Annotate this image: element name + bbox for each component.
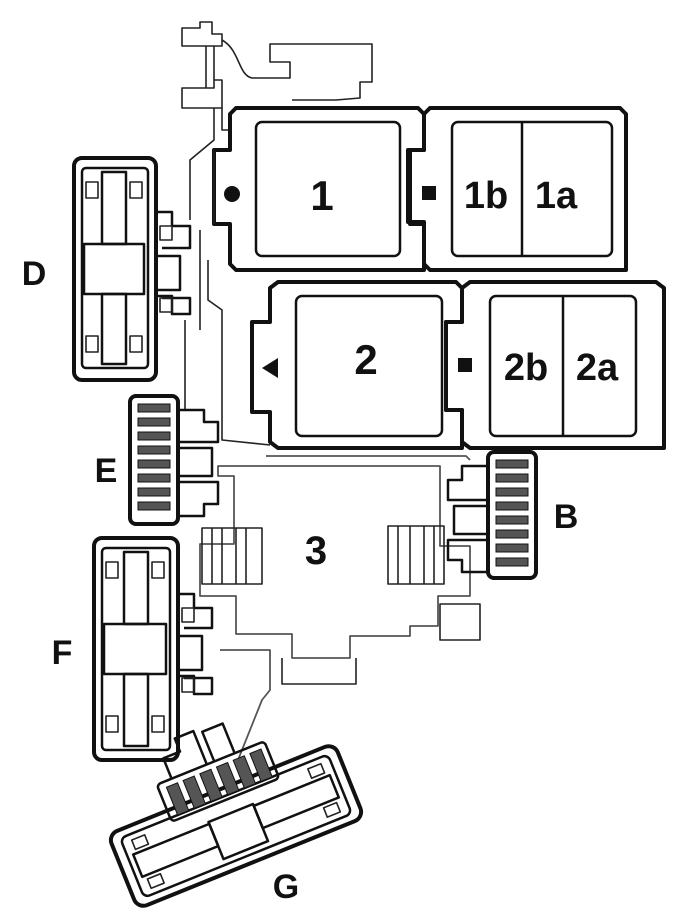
relay-1b-square-marker-icon — [422, 186, 436, 200]
connector-g — [108, 722, 364, 908]
connector-g-label: G — [273, 868, 299, 906]
relay-1-circle-marker-icon — [224, 186, 240, 202]
connector-b: B — [446, 450, 579, 580]
relay-2a-label: 2a — [576, 347, 619, 389]
connector-b-label: B — [554, 498, 579, 536]
module-3: 3 — [199, 455, 481, 761]
connector-e: E — [95, 394, 220, 526]
connector-f: F — [52, 536, 214, 762]
connector-d-label: D — [22, 255, 47, 293]
relay-2-label: 2 — [354, 336, 377, 383]
relay-2-triangle-marker-icon — [262, 358, 278, 378]
module-3-label: 3 — [305, 529, 327, 573]
connector-d: D — [22, 156, 192, 382]
relay-1b-label: 1b — [464, 175, 508, 217]
connector-e-label: E — [95, 452, 118, 490]
relay-2b-square-marker-icon — [458, 358, 472, 372]
relay-1-assembly: 1 1b 1a — [212, 106, 628, 272]
connector-f-label: F — [52, 634, 73, 672]
top-bracket — [181, 21, 373, 446]
relay-1a-label: 1a — [535, 175, 578, 217]
relay-2-assembly: 2 2b 2a — [250, 280, 666, 450]
relay-2b-label: 2b — [504, 347, 548, 389]
relay-1-label: 1 — [310, 172, 333, 219]
